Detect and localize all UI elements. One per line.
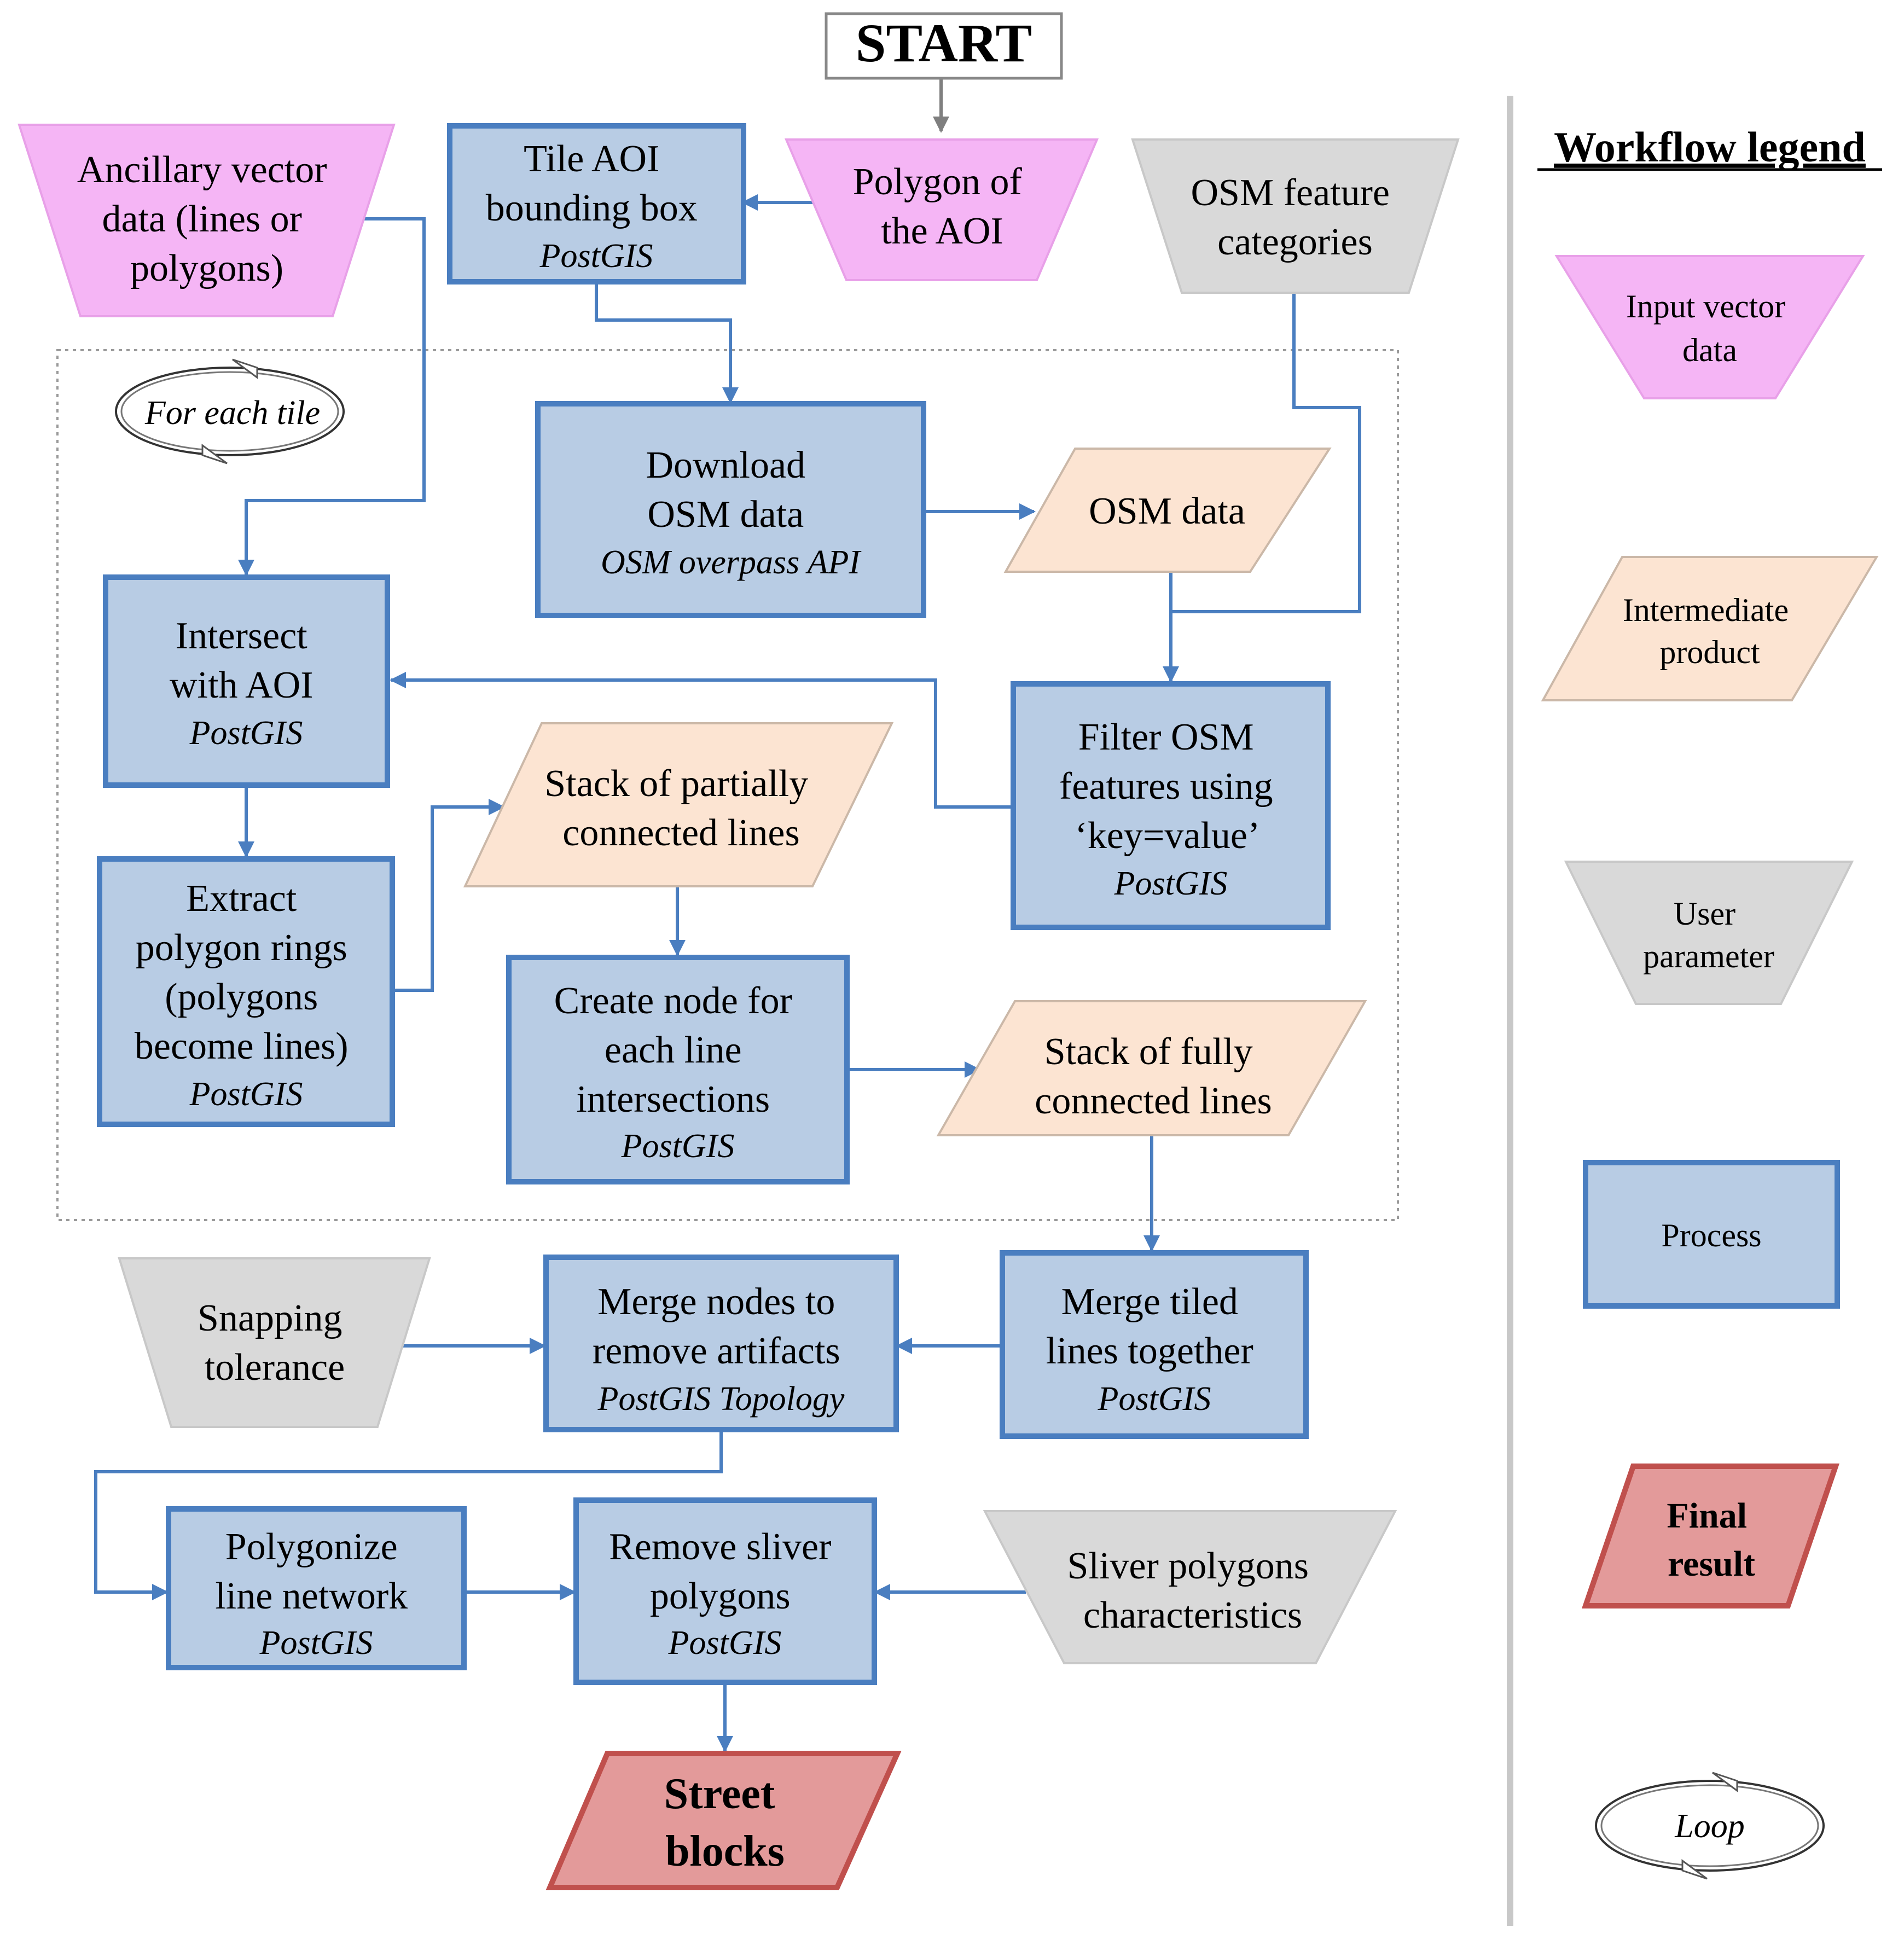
osm-data-label: OSM data [1089, 490, 1245, 532]
osm-categories-label: OSM feature categories [1191, 172, 1399, 263]
filter-to-intersect-arrow [390, 672, 1012, 809]
legend-title: Workflow legend [1554, 123, 1866, 171]
ancillary-to-intersect-arrow [238, 217, 426, 576]
intersect-aoi-label: Intersect with AOI PostGIS [170, 615, 323, 752]
osm-data-shape [1003, 448, 1332, 573]
sliver-characteristics-shape [983, 1510, 1397, 1664]
legend-user-label: User parameter [1643, 896, 1774, 974]
polygonize-label: Polygonize line network PostGIS [215, 1526, 417, 1662]
remove-sliver-label: Remove sliver polygons PostGIS [609, 1526, 841, 1662]
remove-sliver-box [573, 1497, 877, 1685]
filter-osm-label: Filter OSM features using ‘key=value’ Po… [1059, 716, 1282, 902]
merge-tiled-box [1000, 1250, 1309, 1439]
legend-intermediate-label: Intermediate product [1623, 592, 1797, 670]
polygon-aoi-label: Polygon of the AOI [853, 161, 1032, 252]
street-blocks-label: Street blocks [664, 1770, 786, 1875]
ancillary-vector-shape [18, 124, 396, 317]
legend-loop-label: Loop [1674, 1808, 1744, 1845]
snapping-tolerance-shape [118, 1257, 431, 1428]
sliver-characteristics-label: Sliver polygons characteristics [1067, 1545, 1319, 1636]
start-label: START [856, 13, 1032, 73]
stack-full-shape [936, 1000, 1367, 1136]
polygonize-box [166, 1506, 467, 1670]
legend-intermediate-shape [1541, 556, 1879, 701]
stack-full-label: Stack of fully connected lines [1035, 1031, 1272, 1122]
legend-input-shape [1554, 255, 1865, 399]
legend-loop-icon: Loop [1595, 1772, 1825, 1880]
merge-nodes-label: Merge nodes to remove artifacts PostGIS … [593, 1281, 850, 1418]
tile-loop-region [56, 349, 1399, 1221]
create-node-label: Create node for each line intersections … [554, 980, 802, 1165]
extract-rings-label: Extract polygon rings (polygons become l… [135, 878, 358, 1113]
osm-categories-shape [1131, 138, 1460, 294]
polygon-aoi-shape [784, 138, 1099, 281]
merge-tiled-label: Merge tiled lines together PostGIS [1046, 1281, 1263, 1418]
categories-to-filter-line [1171, 293, 1361, 613]
download-osm-label: Download OSM data OSM overpass API [601, 444, 862, 581]
legend-final-label: Final result [1667, 1496, 1756, 1584]
legend-input-label: Input vector data [1626, 288, 1794, 368]
tile-aoi-label: Tile AOI bounding box PostGIS [486, 138, 707, 275]
stack-partial-label: Stack of partially connected lines [544, 763, 818, 854]
street-blocks-shape [545, 1751, 902, 1890]
legend-process-box [1583, 1160, 1840, 1309]
filter-osm-box [1011, 681, 1331, 930]
connectors [94, 79, 1361, 1752]
extract-rings-box [97, 856, 395, 1127]
start-box [825, 12, 1063, 80]
loop-label: For each tile [144, 394, 320, 432]
tile-to-download-arrow [595, 282, 739, 404]
snapping-tolerance-label: Snapping tolerance [198, 1297, 352, 1389]
legend-final-shape [1582, 1464, 1839, 1608]
merge-nodes-box [543, 1255, 899, 1432]
intersect-aoi-box [103, 574, 390, 788]
ancillary-vector-label: Ancillary vector data (lines or polygons… [77, 149, 336, 289]
stack-partial-shape [463, 722, 894, 887]
create-node-box [506, 955, 850, 1184]
legend-user-shape [1564, 861, 1854, 1005]
tile-aoi-box [447, 123, 746, 284]
loop-icon: For each tile [115, 358, 345, 464]
extract-to-stackpartial-arrow [393, 799, 505, 992]
legend-process-label: Process [1661, 1217, 1761, 1253]
mergenodes-to-polygonize-arrow [94, 1431, 723, 1600]
download-osm-box [535, 401, 926, 618]
